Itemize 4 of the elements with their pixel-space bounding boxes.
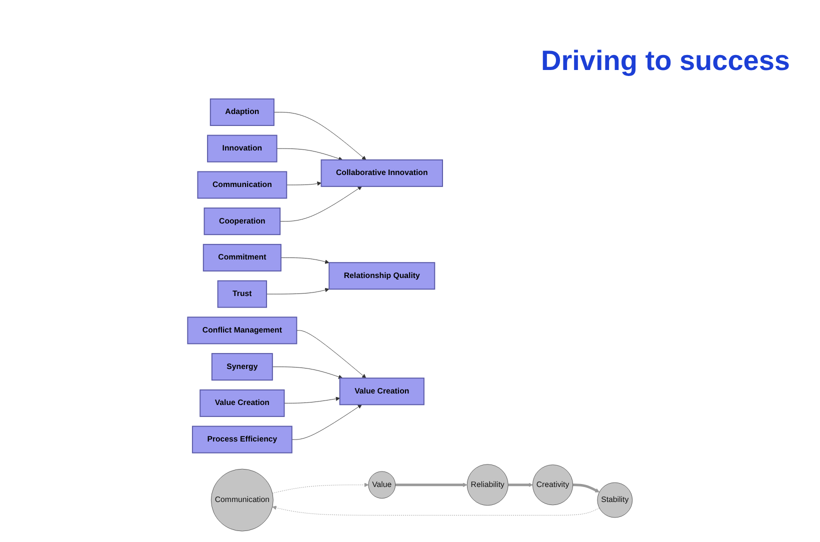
arrow	[395, 482, 468, 488]
title: Driving to success	[541, 45, 790, 77]
arrow	[572, 484, 600, 492]
arrow	[508, 482, 533, 488]
